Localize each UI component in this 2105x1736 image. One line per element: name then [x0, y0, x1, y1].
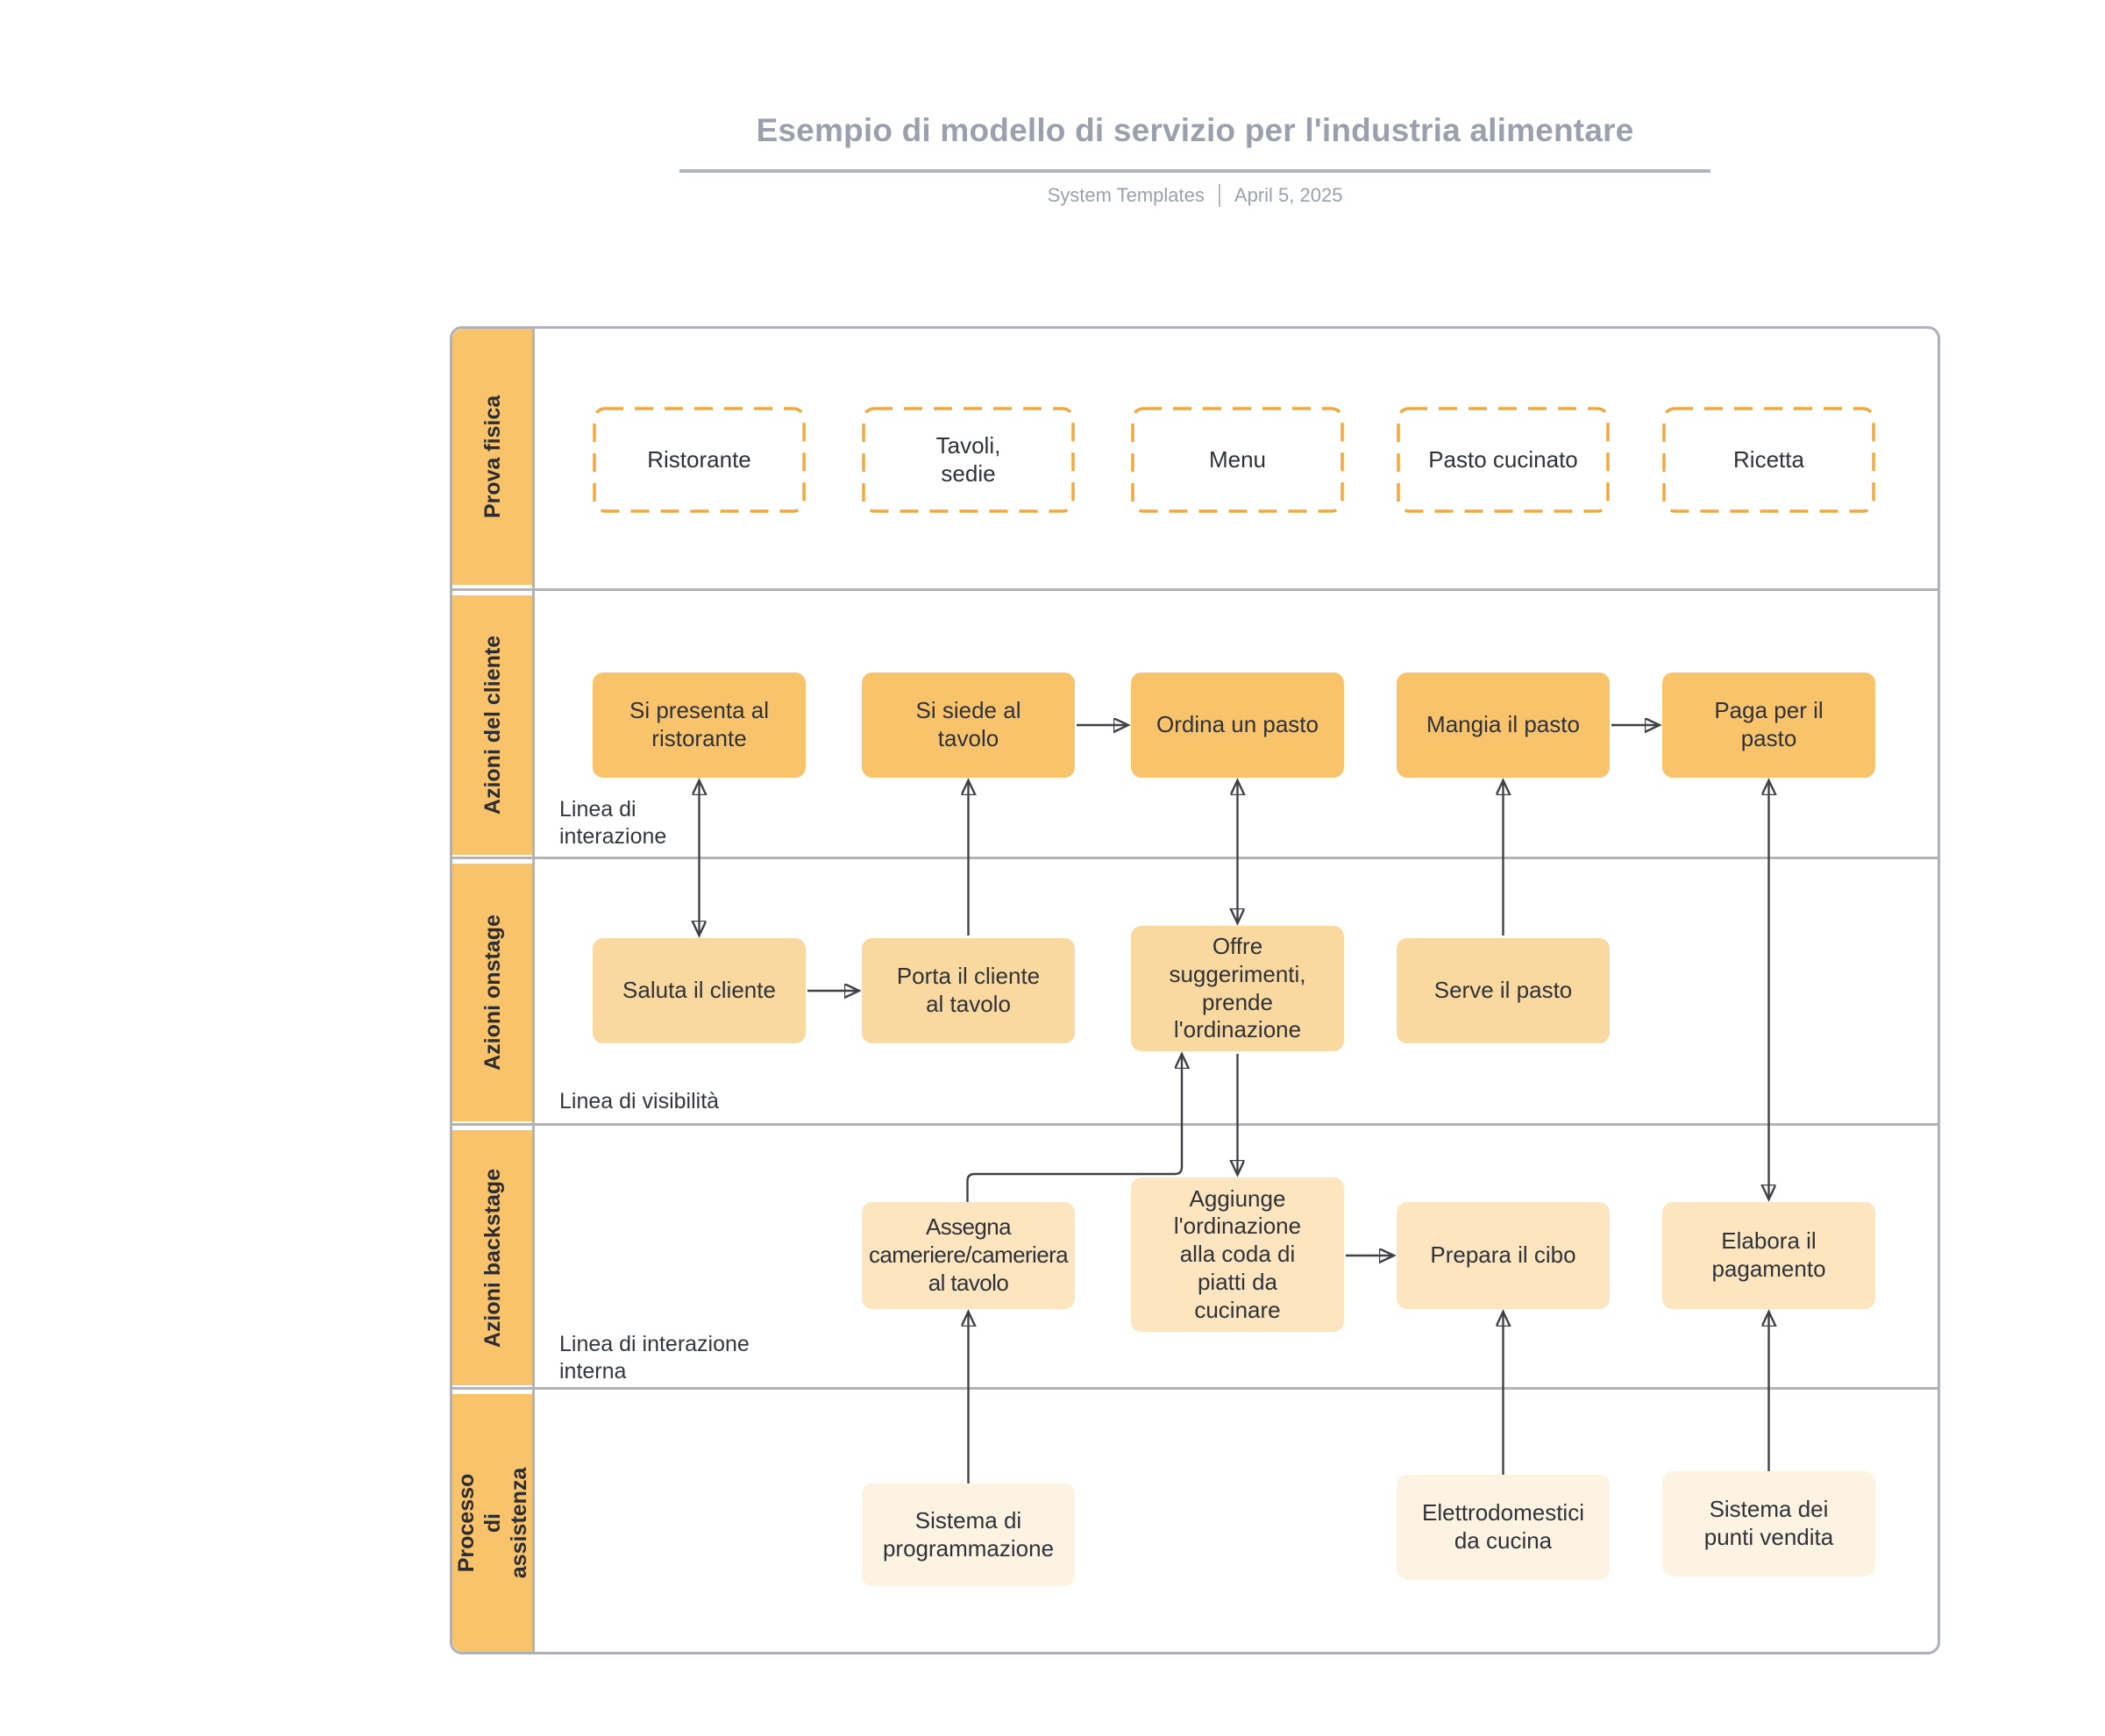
node-customer-si-siede[interactable]: Si siede al tavolo	[862, 672, 1075, 778]
node-support-punti-vendita[interactable]: Sistema dei punti vendita	[1662, 1471, 1875, 1576]
lane-divider-1	[452, 588, 1938, 591]
dashed-border	[1662, 407, 1875, 513]
node-onstage-offre[interactable]: Offre suggerimenti, prende l'ordinazione	[1131, 926, 1344, 1051]
subtitle-source: System Templates	[1047, 184, 1205, 206]
dashed-border	[862, 407, 1075, 513]
line-of-interaction	[452, 857, 1938, 859]
label-linea-interazione-interna: Linea di interazione interna	[559, 1332, 750, 1384]
node-support-elettrodomestici[interactable]: Elettrodomestici da cucina	[1397, 1475, 1610, 1580]
page-title: Esempio di modello di servizio per l'ind…	[756, 112, 1634, 148]
node-backstage-assegna[interactable]: Assegna cameriere/cameriera al tavolo	[862, 1202, 1075, 1309]
node-backstage-elabora[interactable]: Elabora il pagamento	[1662, 1202, 1875, 1309]
node-backstage-aggiunge[interactable]: Aggiunge l'ordinazione alla coda di piat…	[1131, 1177, 1344, 1332]
node-customer-mangia[interactable]: Mangia il pasto	[1397, 672, 1610, 778]
lane-header-azioni-backstage[interactable]: Azioni backstage	[452, 1130, 533, 1385]
dashed-border	[1397, 407, 1610, 513]
node-evidence-ricetta[interactable]: Ricetta	[1662, 407, 1875, 513]
label-linea-visibilita: Linea di visibilità	[559, 1089, 720, 1113]
label-linea-interazione: Linea di interazione	[559, 797, 667, 849]
node-customer-paga[interactable]: Paga per il pasto	[1662, 672, 1875, 778]
node-backstage-prepara[interactable]: Prepara il cibo	[1397, 1202, 1610, 1309]
line-of-internal-interaction	[452, 1387, 1938, 1390]
node-evidence-tavoli-sedie[interactable]: Tavoli, sedie	[862, 407, 1075, 513]
node-customer-ordina[interactable]: Ordina un pasto	[1131, 672, 1344, 778]
lane-column-divider	[532, 329, 535, 1652]
lane-header-processo-assistenza[interactable]: Processo di assistenza	[452, 1394, 533, 1652]
node-onstage-serve[interactable]: Serve il pasto	[1397, 938, 1610, 1043]
lane-header-azioni-onstage[interactable]: Azioni onstage	[452, 864, 533, 1121]
title-underline	[679, 169, 1710, 173]
subtitle-divider	[1218, 184, 1220, 207]
lane-header-prova-fisica[interactable]: Prova fisica	[452, 329, 533, 585]
node-evidence-pasto-cucinato[interactable]: Pasto cucinato	[1397, 407, 1610, 513]
node-support-sistema-programmazione[interactable]: Sistema di programmazione	[862, 1483, 1075, 1586]
subtitle: System Templates April 5, 2025	[450, 184, 1940, 207]
node-onstage-porta[interactable]: Porta il cliente al tavolo	[862, 938, 1075, 1043]
node-evidence-menu[interactable]: Menu	[1131, 407, 1344, 513]
line-of-visibility	[452, 1123, 1938, 1126]
subtitle-date: April 5, 2025	[1234, 184, 1343, 206]
dashed-border	[593, 407, 806, 513]
node-evidence-ristorante[interactable]: Ristorante	[593, 407, 806, 513]
node-onstage-saluta[interactable]: Saluta il cliente	[593, 938, 806, 1043]
dashed-border	[1131, 407, 1344, 513]
node-customer-si-presenta[interactable]: Si presenta al ristorante	[593, 672, 806, 778]
lane-header-azioni-cliente[interactable]: Azioni del cliente	[452, 595, 533, 855]
